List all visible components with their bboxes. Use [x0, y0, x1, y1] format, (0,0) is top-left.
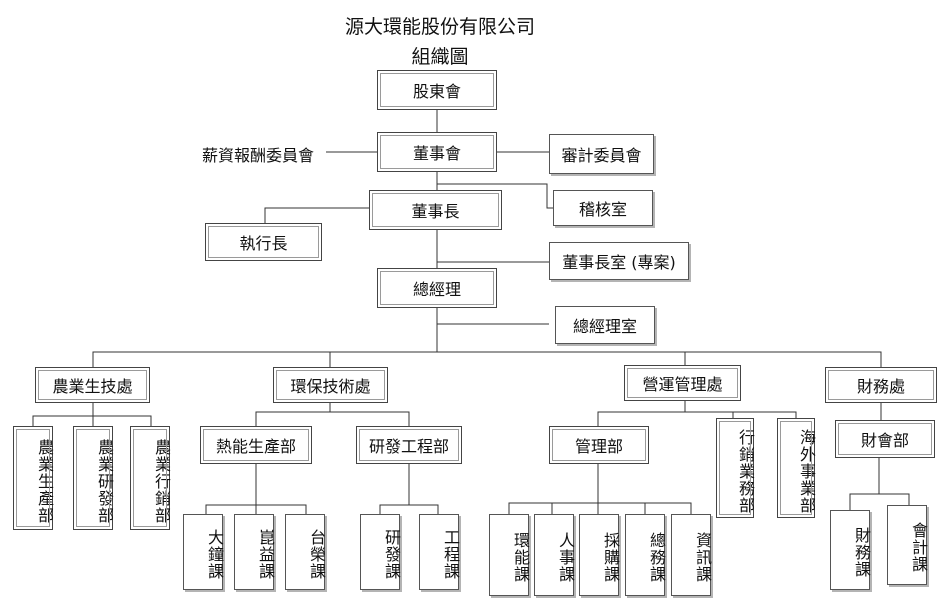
agri-tech-division: 農業生技處	[35, 367, 150, 403]
kunyi-section: 崑益課	[234, 514, 275, 590]
gm-office-box: 總經理室	[555, 306, 655, 344]
procurement-section: 採購課	[579, 514, 620, 596]
finance-accounting-dept: 財會部	[835, 420, 935, 458]
finance-division: 財務處	[825, 367, 937, 403]
general-manager-box: 總經理	[377, 268, 497, 308]
board-box: 董事會	[377, 132, 497, 172]
management-dept: 管理部	[549, 426, 649, 464]
audit-committee-box: 審計委員會	[549, 134, 654, 174]
chart-subtitle: 組織圖	[411, 46, 469, 68]
env-tech-division: 環保技術處	[273, 367, 388, 403]
company-title: 源大環能股份有限公司	[344, 16, 535, 38]
engineering-section: 工程課	[419, 514, 460, 590]
finance-section: 財務課	[830, 510, 871, 590]
thermal-production-dept: 熱能生產部	[200, 426, 312, 464]
overseas-dept: 海外事業部	[777, 418, 816, 518]
ceo-box: 執行長	[205, 223, 322, 261]
chairman-box: 董事長	[369, 190, 502, 230]
accounting-section: 會計課	[887, 505, 928, 585]
shareholders-box: 股東會	[377, 70, 497, 110]
audit-office-box: 稽核室	[553, 190, 653, 226]
hr-section: 人事課	[534, 514, 575, 596]
compensation-committee-box: 薪資報酬委員會	[190, 134, 326, 174]
tairong-section: 台榮課	[285, 514, 326, 590]
rnd-section: 研發課	[360, 514, 401, 590]
agri-marketing-dept: 農業行銷部	[130, 426, 171, 530]
operations-division: 營運管理處	[624, 365, 741, 401]
marketing-business-dept: 行銷業務部	[716, 418, 755, 518]
env-energy-section: 環能課	[489, 514, 530, 596]
dazhong-section: 大鐘課	[183, 514, 224, 590]
it-section: 資訊課	[671, 514, 712, 596]
general-affairs-section: 總務課	[625, 514, 666, 596]
agri-production-dept: 農業生產部	[13, 426, 54, 530]
chairman-office-box: 董事長室 (專案)	[549, 242, 689, 280]
rnd-engineering-dept: 研發工程部	[356, 426, 462, 464]
agri-rnd-dept: 農業研發部	[73, 426, 114, 530]
